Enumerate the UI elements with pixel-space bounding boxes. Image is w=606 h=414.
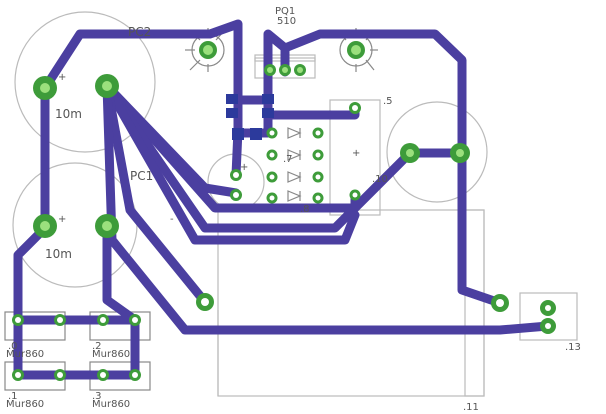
ic-cap-pad: [349, 102, 361, 114]
ic-pin-3: [266, 149, 278, 161]
regulator-pin-2: [279, 64, 291, 76]
diode-pad-3: [97, 314, 109, 326]
smd-pad-a1: [226, 94, 238, 104]
ic-pin-5: [266, 171, 278, 183]
connector-outline: [519, 292, 578, 341]
trace-fan-5: [102, 81, 210, 307]
heatsink-left-pad: [199, 41, 217, 59]
diode-2-value: Mur860: [92, 349, 130, 360]
connector-pad-2: [540, 300, 556, 316]
diode-pad-1: [12, 314, 24, 326]
diode-pad-7: [97, 369, 109, 381]
cap-right-outline: [386, 101, 488, 203]
ic-pad-top: [349, 189, 361, 201]
cap-top-plus: +: [58, 72, 66, 83]
cap-right-pad-1: [400, 143, 420, 163]
connector-pad-3: [540, 318, 556, 334]
ic-pin-7: [266, 192, 278, 204]
smd-pad-c1: [232, 128, 244, 140]
cap-right-pad-2: [450, 143, 470, 163]
trace-ic-top: [263, 95, 360, 120]
trace-fan-3: [102, 81, 415, 233]
trace-mid-cap-down: [102, 221, 140, 325]
small-cap-pad-2: [230, 189, 242, 201]
ic-pin-6: [312, 171, 324, 183]
trace-fan-4: [102, 81, 360, 245]
ic-plus: +: [352, 148, 360, 159]
regulator-pin-3: [294, 64, 306, 76]
diode-1-value: Mur860: [6, 399, 44, 410]
smd-pad-b1: [262, 94, 274, 104]
big-cap-inner: [464, 209, 485, 397]
heatsink-right-pad: [347, 41, 365, 59]
ic-pin-8: [312, 192, 324, 204]
small-diodes: [287, 127, 302, 202]
label-layer: PQ1 510 PC2 10m PC1 10m + + + + - .5 .7 …: [6, 6, 581, 413]
connector-label: .13: [565, 342, 581, 353]
small-cap-pad-1: [230, 169, 242, 181]
ic-label-7: .7: [283, 154, 293, 165]
connector-pad-1: [491, 294, 509, 312]
cap-mid-plus: +: [58, 214, 66, 225]
diode-pad-4: [129, 314, 141, 326]
regulator-pin-1: [264, 64, 276, 76]
cap-top-name: PC2: [128, 25, 151, 39]
regulator-value: 510: [277, 16, 296, 27]
cap-top-pad-plus: [95, 74, 119, 98]
via-mid: [196, 293, 214, 311]
cap-top-pad-minus: [33, 76, 57, 100]
trace-top-right: [263, 29, 505, 308]
diode-0-name: .0: [8, 341, 18, 352]
big-cap-label: .11: [463, 402, 479, 413]
diode-0-value: Mur860: [6, 349, 44, 360]
smd-pad-c2: [250, 128, 262, 140]
diode-3-value: Mur860: [92, 399, 130, 410]
trace-fan-2: [102, 81, 360, 213]
ic-pin-2: [312, 127, 324, 139]
diode-pad-2: [54, 314, 66, 326]
diode-1-name: .1: [8, 391, 18, 402]
pad-layer: [12, 41, 556, 381]
smd-pad-a2: [226, 108, 238, 118]
cap-top-outline: [14, 11, 156, 153]
small-cap-plus: +: [240, 162, 248, 173]
diode-pad-5: [12, 369, 24, 381]
cap-mid-name: PC1: [130, 169, 153, 183]
cap-mid-pad-plus: [95, 214, 119, 238]
diode-3-name: .3: [92, 391, 102, 402]
ic-label-5: .5: [383, 96, 393, 107]
mid-minus: -: [170, 214, 174, 225]
diode-pad-6: [54, 369, 66, 381]
ic-label-10: .10: [372, 174, 388, 185]
cap-mid-value: 10m: [45, 247, 72, 261]
diode-2-name: .2: [92, 341, 102, 352]
regulator-name: PQ1: [275, 6, 295, 17]
ic-label-8: .8: [300, 204, 310, 215]
ic-pin-1: [266, 127, 278, 139]
trace-left-column: [13, 223, 50, 380]
ic-pin-4: [312, 149, 324, 161]
cap-top-value: 10m: [55, 107, 82, 121]
smd-pad-b2: [262, 108, 274, 118]
cap-mid-pad-minus: [33, 214, 57, 238]
diode-pad-8: [129, 369, 141, 381]
trace-fan-6: [102, 81, 553, 335]
